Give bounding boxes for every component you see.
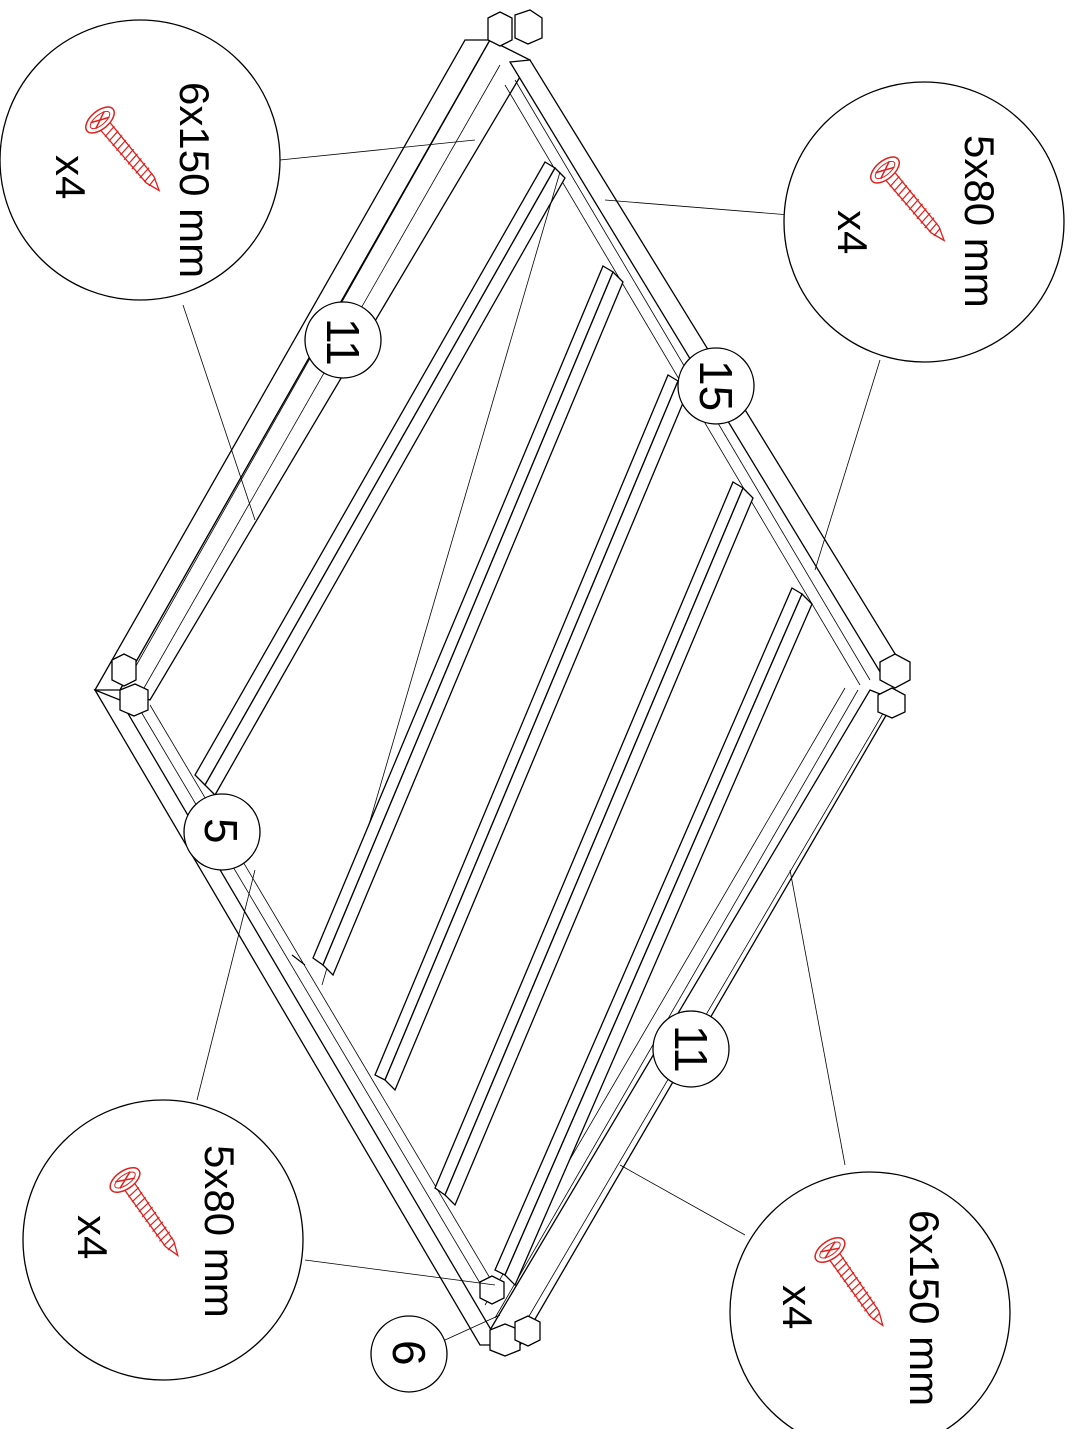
part-number: 5 xyxy=(195,818,247,844)
part-number: 15 xyxy=(690,360,742,411)
callout-size-label: 6x150 mm xyxy=(901,1210,948,1406)
callout-qty-label: x4 xyxy=(774,1285,821,1329)
slats xyxy=(194,161,813,1287)
leader-lines xyxy=(182,139,881,1341)
part-number: 11 xyxy=(317,318,369,366)
callout-qty-label: x4 xyxy=(69,1215,116,1259)
callout-bottom-left: 5x80 mm x4 xyxy=(22,1099,304,1381)
callout-size-label: 5x80 mm xyxy=(956,135,1003,308)
callout-size-label: 6x150 mm xyxy=(171,82,218,278)
part-label-15: 15 xyxy=(677,347,755,425)
part-number: 6 xyxy=(383,1340,435,1366)
callout-size-label: 5x80 mm xyxy=(196,1145,243,1318)
part-label-11-top: 11 xyxy=(304,301,382,379)
corner-posts xyxy=(111,9,911,1357)
part-label-11-bottom: 11 xyxy=(652,1010,730,1088)
part-label-6: 6 xyxy=(370,1315,448,1393)
callout-qty-label: x4 xyxy=(47,155,94,199)
part-label-5: 5 xyxy=(183,793,261,871)
callout-qty-label: x4 xyxy=(829,210,876,254)
callout-top-right: 5x80 mm x4 xyxy=(783,81,1065,363)
callout-bottom-right: 6x150 mm x4 xyxy=(729,1171,1011,1434)
part-number: 11 xyxy=(665,1025,717,1073)
callout-top-left: 6x150 mm x4 xyxy=(0,19,281,301)
